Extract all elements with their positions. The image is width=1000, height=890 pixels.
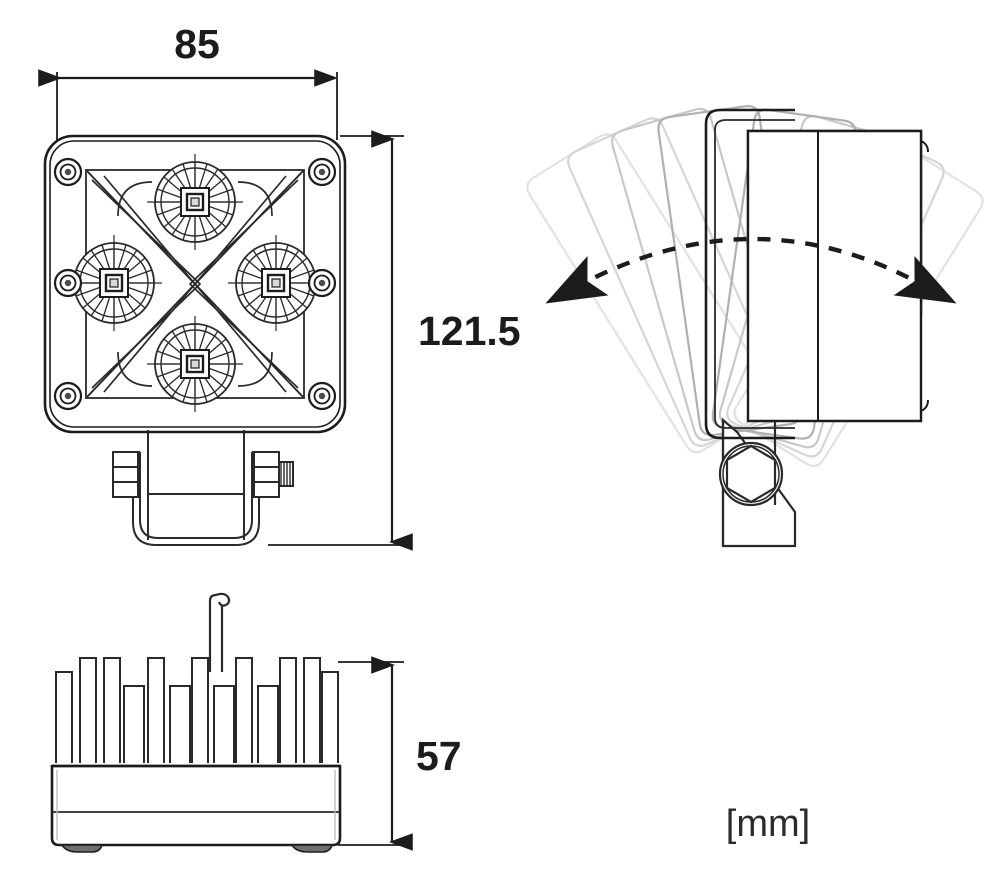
dimension-height-1215: 121.5 <box>268 130 521 551</box>
front-view-led-reflector <box>147 316 243 412</box>
front-view-screw-boss <box>53 268 83 298</box>
front-view-screw-boss <box>307 268 337 298</box>
top-view-foot <box>60 844 104 853</box>
side-view-housing-block <box>746 129 929 423</box>
side-view-swivel-arc <box>545 236 957 304</box>
front-view-led-reflector <box>228 235 324 331</box>
front-view-screw-boss <box>53 157 83 187</box>
side-view-mount-hex-nut <box>718 441 784 507</box>
front-view-reflector-pattern <box>85 169 305 399</box>
top-view-foot <box>290 844 334 853</box>
dimension-value-width: 85 <box>174 21 220 67</box>
front-view-housing <box>43 134 347 434</box>
side-view-lamp-shroud <box>704 108 795 440</box>
front-view-led-reflector <box>147 154 243 250</box>
side-view-ghost-position <box>526 133 777 454</box>
side-view-lamp-shroud-inner <box>714 119 795 429</box>
front-view-led-reflector <box>66 235 162 331</box>
dimension-value-depth: 57 <box>416 733 462 779</box>
front-view-screw-boss <box>307 381 337 411</box>
swivel-arrow-left <box>545 255 609 304</box>
swivel-arc-path <box>572 236 930 290</box>
dimension-value-height: 121.5 <box>418 308 521 354</box>
top-view-heatsink-fins <box>55 657 339 763</box>
front-view <box>43 134 347 546</box>
top-view <box>50 592 342 853</box>
swivel-arrow-right <box>893 255 957 304</box>
side-view <box>526 105 984 548</box>
dimension-width-85: 85 <box>38 21 338 140</box>
front-view-bracket-hex-bolt <box>112 451 139 498</box>
dimension-depth-57: 57 <box>338 656 462 851</box>
side-view-ghost-position <box>567 117 786 447</box>
unit-label: [mm] <box>726 803 810 845</box>
front-view-mount-bracket <box>132 430 260 546</box>
front-view-screw-boss <box>307 157 337 187</box>
front-view-screw-boss <box>53 381 83 411</box>
top-view-cable <box>208 592 231 672</box>
front-view-bracket-threaded-stud <box>253 451 294 498</box>
top-view-body <box>50 764 342 847</box>
